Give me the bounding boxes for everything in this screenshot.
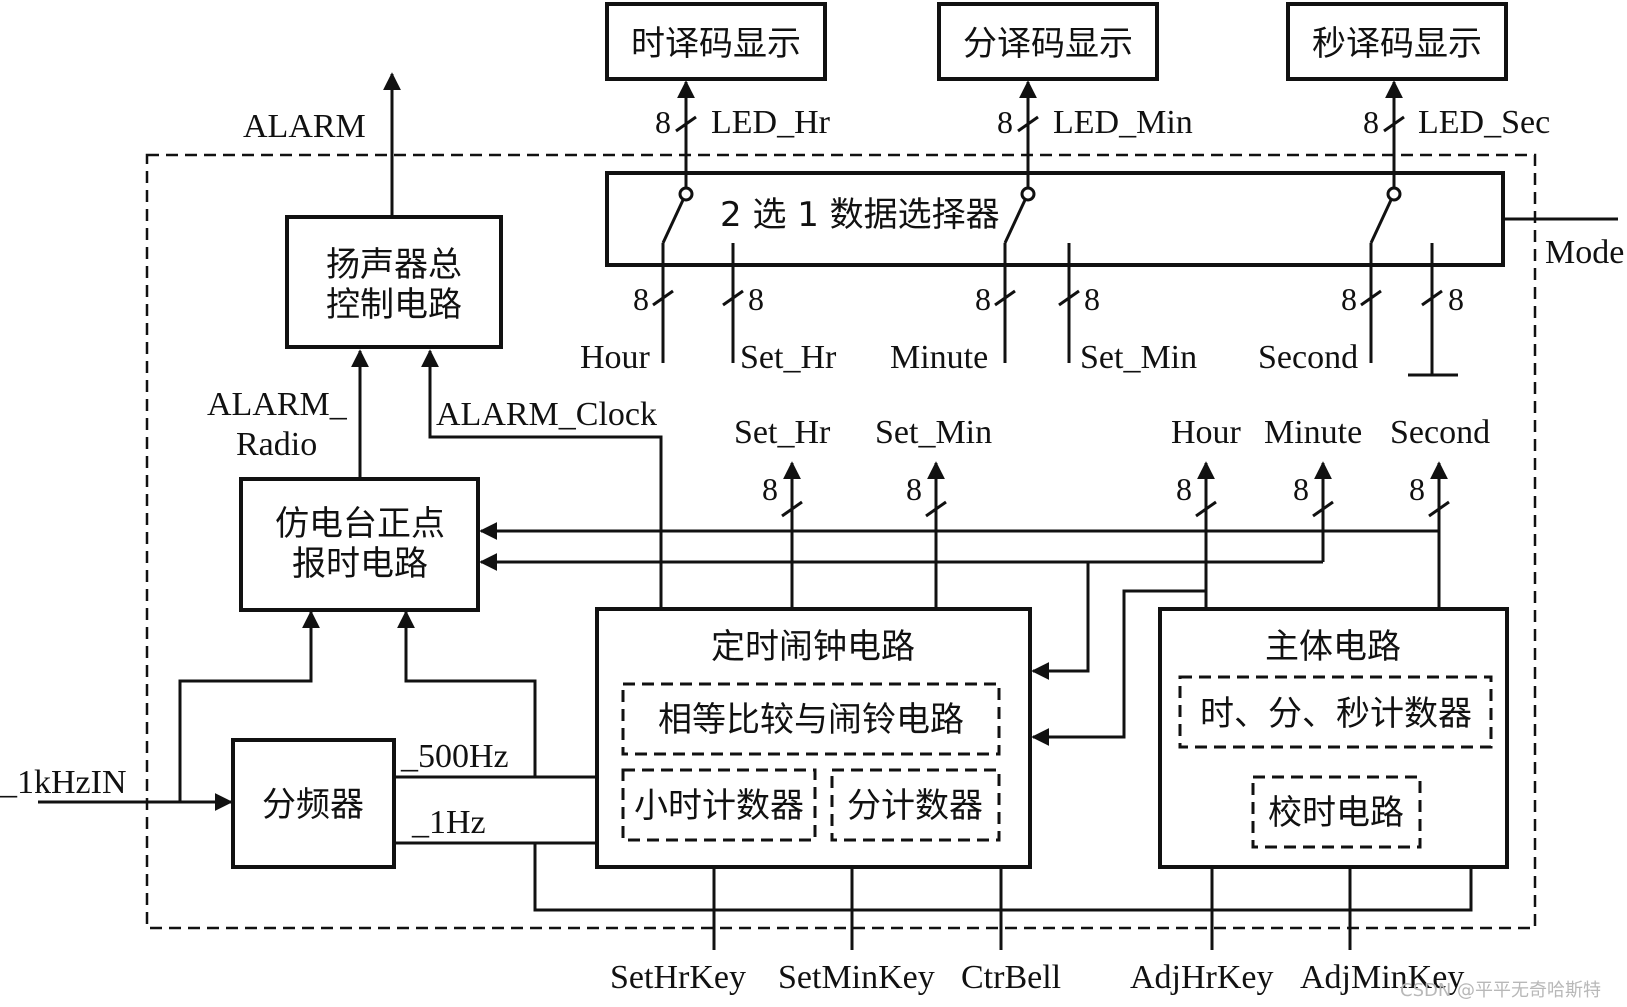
mux-in-set-min: Set_Min xyxy=(1080,339,1197,376)
second-display-block: 秒译码显示 xyxy=(1286,2,1508,81)
alarm-radio-signal: ALARM_ Radio xyxy=(207,349,369,479)
alarm-radio-label-1: ALARM_ xyxy=(207,386,348,423)
speaker-label-1: 扬声器总 xyxy=(326,245,462,285)
sethrkey-label: SetHrKey xyxy=(610,959,746,996)
adjhrkey-label: AdjHrKey xyxy=(1130,959,1274,996)
svg-text:8: 8 xyxy=(1176,471,1192,507)
f500-label: _500Hz xyxy=(400,738,509,775)
bus-second-label: Second xyxy=(1390,414,1490,451)
mode-input: Mode xyxy=(1503,217,1624,271)
main-circuit-title: 主体电路 xyxy=(1265,627,1401,667)
led-bus-hour: 8 LED_Hr xyxy=(655,80,831,188)
mux-in-second: Second xyxy=(1258,339,1358,376)
bus-hour-label: Hour xyxy=(1171,414,1242,451)
svg-text:8: 8 xyxy=(1341,281,1357,317)
signal-500hz: _500Hz xyxy=(394,610,597,779)
bus-minute-label: Minute xyxy=(1264,414,1362,451)
mode-label: Mode xyxy=(1545,234,1624,271)
svg-text:8: 8 xyxy=(655,104,671,140)
watermark: CSDN @平平无奇哈斯特 xyxy=(1400,980,1601,1001)
mux-in-hour: Hour xyxy=(580,339,651,376)
led-sec-label: LED_Sec xyxy=(1418,104,1550,141)
feedback-lines xyxy=(479,522,1439,746)
system-boundary xyxy=(145,153,1537,930)
svg-text:8: 8 xyxy=(1363,104,1379,140)
svg-text:8: 8 xyxy=(997,104,1013,140)
speaker-control-block: 扬声器总 控制电路 xyxy=(285,215,503,349)
signal-1hz: _1Hz xyxy=(394,804,1473,912)
radio-label-1: 仿电台正点 xyxy=(275,504,445,544)
bus-set-hr-label: Set_Hr xyxy=(734,414,831,451)
alarm-radio-label-2: Radio xyxy=(236,426,317,463)
speaker-label-2: 控制电路 xyxy=(326,285,462,325)
radio-label-2: 报时电路 xyxy=(292,544,428,584)
bus-outputs: 8 Set_Hr 8 Set_Min 8 Hour 8 Minute 8 Sec… xyxy=(734,414,1490,609)
svg-text:8: 8 xyxy=(1293,471,1309,507)
alarm-label: ALARM xyxy=(243,108,366,145)
radio-chime-block: 仿电台正点 报时电路 xyxy=(239,477,480,612)
alarm-clock-label: ALARM_Clock xyxy=(436,396,657,433)
divider-label: 分频器 xyxy=(262,785,364,825)
minute-display-label: 分译码显示 xyxy=(963,24,1133,64)
mux-in-set-hr: Set_Hr xyxy=(740,339,837,376)
hour-counter-label: 小时计数器 xyxy=(634,786,804,826)
second-display-label: 秒译码显示 xyxy=(1312,24,1482,64)
min-counter-label: 分计数器 xyxy=(847,786,983,826)
led-hr-label: LED_Hr xyxy=(711,104,831,141)
minute-display-block: 分译码显示 xyxy=(937,2,1159,81)
f1-label: _1Hz xyxy=(411,804,486,841)
alarm-clock-title: 定时闹钟电路 xyxy=(711,627,915,667)
led-bus-second: 8 LED_Sec xyxy=(1363,80,1550,188)
svg-text:8: 8 xyxy=(633,281,649,317)
hour-display-label: 时译码显示 xyxy=(631,24,801,64)
compare-bell-label: 相等比较与闹铃电路 xyxy=(658,700,964,740)
svg-text:8: 8 xyxy=(906,471,922,507)
adjust-label: 校时电路 xyxy=(1268,793,1404,833)
key-inputs: SetHrKey SetMinKey CtrBell AdjHrKey AdjM… xyxy=(610,867,1464,996)
ctrbell-label: CtrBell xyxy=(961,959,1061,996)
svg-text:8: 8 xyxy=(1409,471,1425,507)
alarm-clock-block: 定时闹钟电路 相等比较与闹铃电路 小时计数器 分计数器 xyxy=(595,607,1032,869)
divider-block: 分频器 xyxy=(231,738,396,869)
led-bus-minute: 8 LED_Min xyxy=(997,80,1193,188)
hms-counter-label: 时、分、秒计数器 xyxy=(1200,694,1472,734)
mux-in-minute: Minute xyxy=(890,339,988,376)
adjminkey-label: AdjMinKey xyxy=(1300,959,1464,996)
mux-block: 2 选 1 数据选择器 xyxy=(605,171,1505,267)
alarm-clock-signal: ALARM_Clock xyxy=(421,349,663,607)
clock-input: _1kHzIN xyxy=(0,610,320,811)
svg-text:8: 8 xyxy=(1448,281,1464,317)
svg-text:8: 8 xyxy=(975,281,991,317)
clk-in-label: _1kHzIN xyxy=(0,764,127,801)
svg-text:8: 8 xyxy=(1084,281,1100,317)
setminkey-label: SetMinKey xyxy=(778,959,935,996)
mux-label: 2 选 1 数据选择器 xyxy=(720,195,1000,235)
svg-text:8: 8 xyxy=(762,471,778,507)
svg-text:8: 8 xyxy=(748,281,764,317)
main-circuit-block: 主体电路 时、分、秒计数器 校时电路 xyxy=(1158,607,1509,869)
bus-set-min-label: Set_Min xyxy=(875,414,992,451)
led-min-label: LED_Min xyxy=(1053,104,1193,141)
mux-inputs: 8 Hour 8 Set_Hr 8 Minute 8 Set_Min 8 Sec… xyxy=(580,243,1464,377)
alarm-output: ALARM xyxy=(243,72,401,217)
hour-display-block: 时译码显示 xyxy=(605,2,827,81)
